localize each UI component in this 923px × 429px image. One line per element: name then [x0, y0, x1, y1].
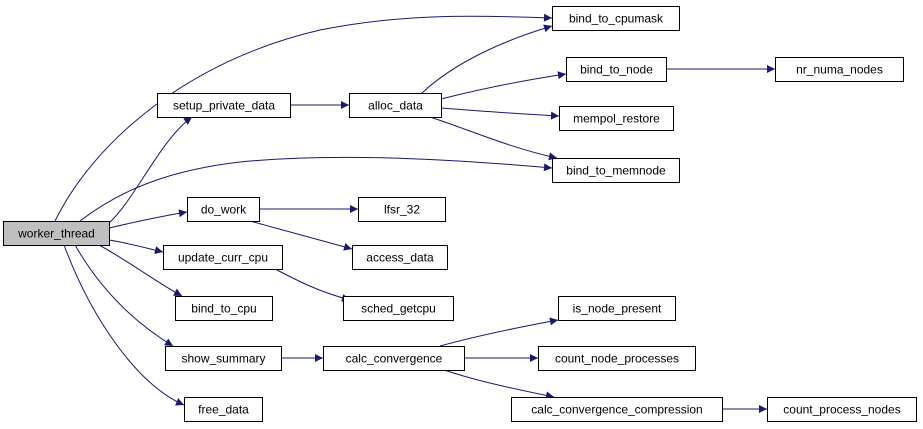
node-access-data[interactable]: access_data	[352, 245, 448, 270]
node-box	[538, 346, 696, 371]
node-label: bind_to_memnode	[566, 164, 666, 178]
node-bind-to-cpumask[interactable]: bind_to_cpumask	[552, 6, 680, 31]
node-label: free_data	[198, 403, 249, 417]
node-label: worker_thread	[17, 227, 95, 241]
node-nr-numa-nodes[interactable]: nr_numa_nodes	[775, 57, 904, 82]
node-label: bind_to_cpumask	[569, 12, 664, 26]
node-do-work[interactable]: do_work	[187, 197, 260, 222]
edge-update-curr-cpu-to-sched-getcpu	[274, 268, 351, 302]
edge-worker-thread-to-free-data	[63, 244, 185, 406]
edge-calc-convergence-to-calc-convergence-compression	[443, 369, 555, 400]
node-bind-to-memnode[interactable]: bind_to_memnode	[552, 158, 680, 183]
node-label: count_node_processes	[555, 352, 679, 366]
node-box	[165, 346, 282, 371]
edge-worker-thread-to-do-work	[108, 209, 188, 229]
node-free-data[interactable]: free_data	[184, 397, 263, 422]
node-label: update_curr_cpu	[178, 251, 268, 265]
node-box	[511, 397, 723, 422]
node-box	[775, 57, 904, 82]
node-label: lfsr_32	[384, 203, 420, 217]
node-box	[343, 296, 454, 321]
node-label: count_process_nodes	[783, 403, 900, 417]
node-label: show_summary	[181, 352, 265, 366]
node-mempol-restore[interactable]: mempol_restore	[559, 106, 674, 131]
node-lfsr-32[interactable]: lfsr_32	[358, 197, 446, 222]
node-box	[358, 197, 446, 222]
node-calc-convergence-compression[interactable]: calc_convergence_compression	[511, 397, 723, 422]
edge-alloc-data-to-mempol-restore	[440, 107, 560, 120]
node-box	[175, 296, 273, 321]
node-bind-to-cpu[interactable]: bind_to_cpu	[175, 296, 273, 321]
node-count-node-processes[interactable]: count_node_processes	[538, 346, 696, 371]
node-box	[323, 346, 465, 371]
node-box	[187, 197, 260, 222]
node-box	[558, 296, 676, 321]
node-box	[3, 221, 110, 246]
edge-alloc-data-to-bind-to-memnode	[429, 116, 558, 161]
node-label: is_node_present	[573, 302, 662, 316]
node-label: calc_convergence_compression	[531, 403, 702, 417]
node-box	[184, 397, 263, 422]
node-label: do_work	[201, 203, 247, 217]
edge-worker-thread-to-update-curr-cpu	[108, 239, 164, 255]
node-is-node-present[interactable]: is_node_present	[558, 296, 676, 321]
nodes-layer: worker_thread bind_to_cpumask setup_privat…	[3, 6, 917, 422]
node-label: alloc_data	[368, 99, 423, 113]
node-box	[163, 245, 283, 270]
node-label: bind_to_node	[580, 63, 653, 77]
node-box	[552, 6, 680, 31]
node-update-curr-cpu[interactable]: update_curr_cpu	[163, 245, 283, 270]
edges-layer	[54, 13, 775, 413]
node-label: sched_getcpu	[361, 302, 436, 316]
node-label: setup_private_data	[173, 99, 275, 113]
edge-worker-thread-to-setup-private-data	[107, 116, 193, 225]
node-show-summary[interactable]: show_summary	[165, 346, 282, 371]
node-box	[552, 158, 680, 183]
node-label: nr_numa_nodes	[796, 63, 883, 77]
node-label: access_data	[366, 251, 434, 265]
node-setup-private-data[interactable]: setup_private_data	[157, 93, 291, 118]
node-label: calc_convergence	[346, 352, 443, 366]
node-sched-getcpu[interactable]: sched_getcpu	[343, 296, 454, 321]
node-box	[157, 93, 291, 118]
node-box	[566, 57, 667, 82]
edge-do-work-to-access-data	[249, 220, 353, 251]
edge-calc-convergence-to-is-node-present	[439, 317, 559, 347]
edge-worker-thread-to-bind-to-cpu	[98, 244, 183, 297]
edge-worker-thread-to-bind-to-cpumask	[54, 13, 553, 222]
node-label: mempol_restore	[573, 112, 660, 126]
node-alloc-data[interactable]: alloc_data	[349, 93, 442, 118]
node-label: bind_to_cpu	[191, 302, 256, 316]
edge-alloc-data-to-bind-to-cpumask	[421, 24, 553, 94]
node-box	[559, 106, 674, 131]
edge-worker-thread-to-bind-to-memnode	[79, 156, 553, 222]
edge-worker-thread-to-show-summary	[74, 244, 174, 347]
node-count-process-nodes[interactable]: count_process_nodes	[767, 397, 917, 422]
node-box	[767, 397, 917, 422]
node-box	[349, 93, 442, 118]
edge-alloc-data-to-bind-to-node	[440, 71, 567, 100]
node-box	[352, 245, 448, 270]
node-bind-to-node[interactable]: bind_to_node	[566, 57, 667, 82]
node-calc-convergence[interactable]: calc_convergence	[323, 346, 465, 371]
node-worker-thread[interactable]: worker_thread	[3, 221, 110, 246]
